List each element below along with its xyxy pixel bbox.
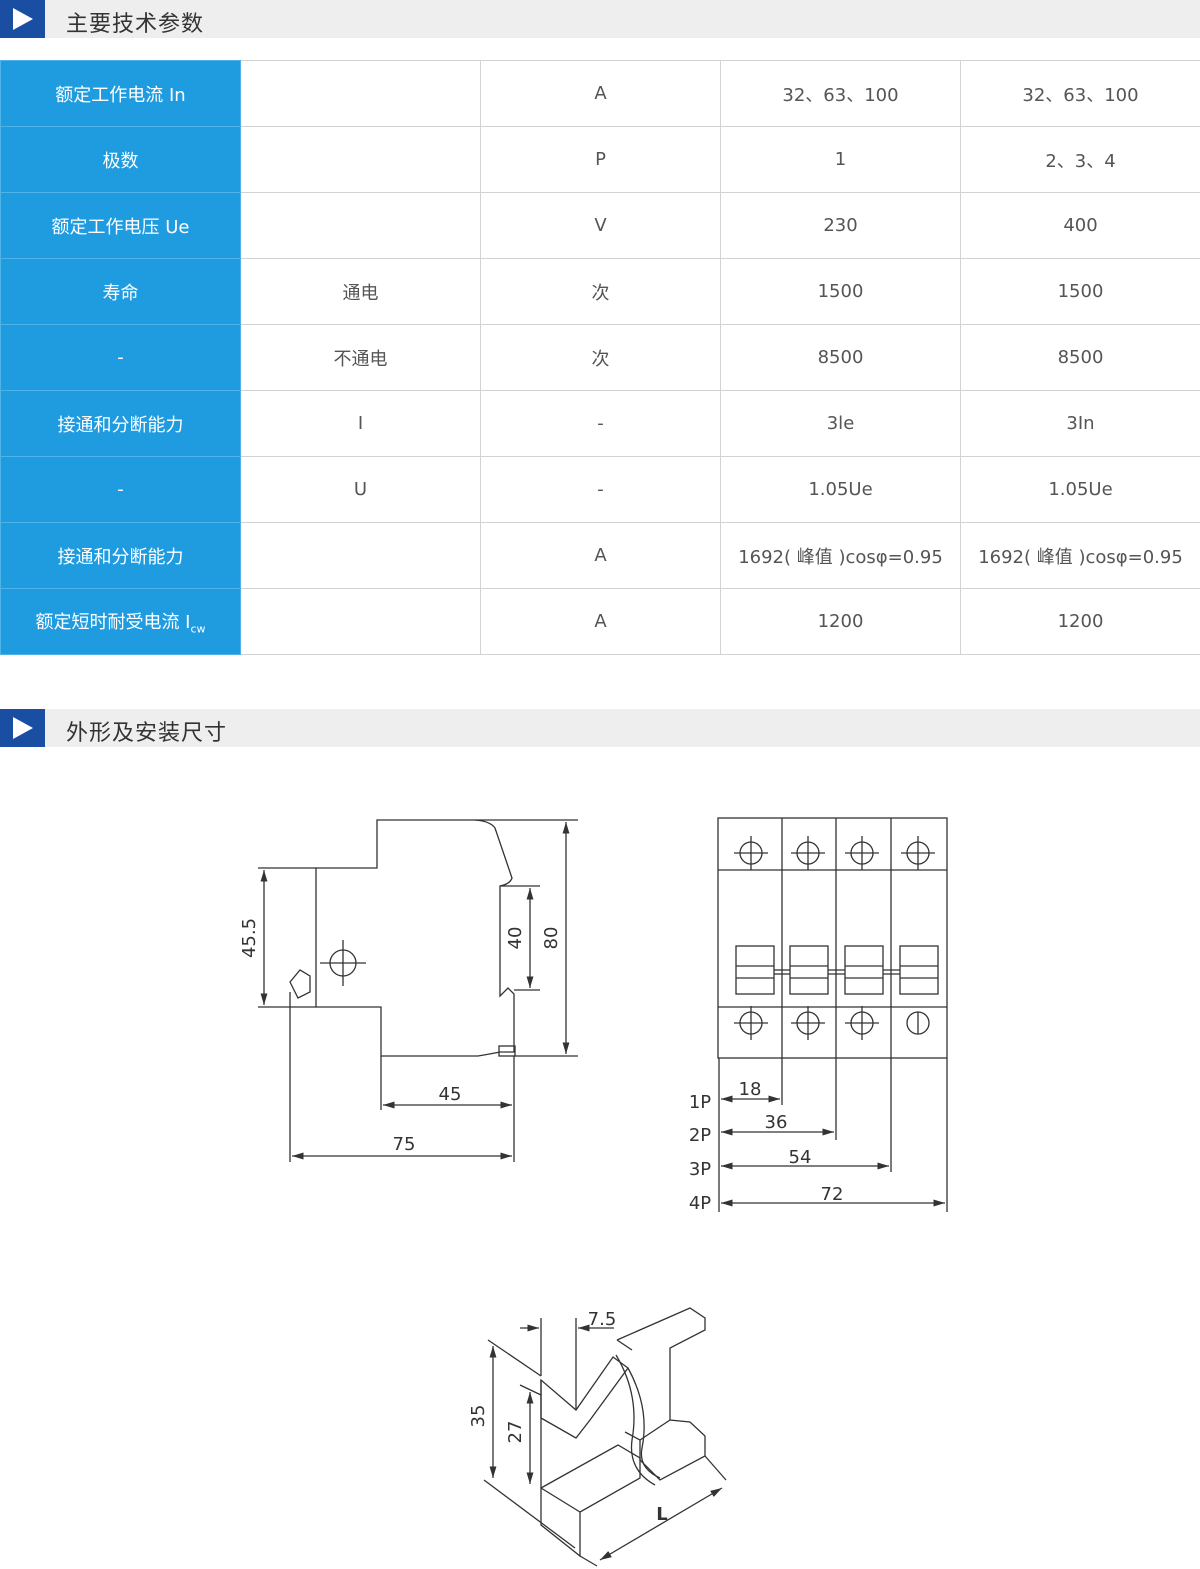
row-value-1: 1500 — [720, 258, 961, 325]
row-name-text: 额定短时耐受电流 I — [35, 611, 191, 633]
table-row: 寿命 通电 次 1500 1500 — [0, 258, 1200, 325]
dim-label: 54 — [789, 1147, 812, 1168]
row-value-2: 32、63、100 — [960, 60, 1200, 127]
row-unit: 次 — [480, 324, 721, 391]
row-sub: 不通电 — [240, 324, 481, 391]
dim-label: 27 — [505, 1421, 526, 1444]
dim-label: 36 — [765, 1112, 788, 1133]
row-name: 接通和分断能力 — [0, 522, 241, 589]
table-row: 接通和分断能力 I - 3le 3In — [0, 390, 1200, 457]
screw-icon — [845, 1006, 879, 1040]
row-name: 接通和分断能力 — [0, 390, 241, 457]
play-arrow-icon — [0, 709, 45, 747]
table-row: 额定短时耐受电流 Icw A 1200 1200 — [0, 588, 1200, 655]
table-row: 额定工作电压 Ue V 230 400 — [0, 192, 1200, 259]
screw-icon — [734, 1006, 768, 1040]
pole-label: 4P — [689, 1193, 711, 1214]
section-header-dimensions: 外形及安装尺寸 — [0, 709, 1200, 747]
row-unit: V — [480, 192, 721, 259]
screw-icon — [901, 836, 935, 870]
table-row: 极数 P 1 2、3、4 — [0, 126, 1200, 193]
section-title: 主要技术参数 — [66, 12, 205, 37]
row-name: 极数 — [0, 126, 241, 193]
pole-label: 3P — [689, 1159, 711, 1180]
row-value-1: 1200 — [720, 588, 961, 655]
screw-icon — [845, 836, 879, 870]
rail-view-drawing — [483, 1307, 727, 1567]
row-sub: U — [240, 456, 481, 523]
dim-label: 80 — [541, 927, 562, 950]
row-unit: - — [480, 390, 721, 457]
row-name: - — [0, 456, 241, 523]
row-sub: 通电 — [240, 258, 481, 325]
section-header-params: 主要技术参数 — [0, 0, 1200, 38]
dimension-drawing: 45.5 40 80 45 75 — [239, 817, 948, 1567]
dim-label: 7.5 — [588, 1309, 617, 1330]
screw-icon — [734, 836, 768, 870]
screw-icon — [791, 836, 825, 870]
row-value-2: 1692( 峰值 )cosφ=0.95 — [960, 522, 1200, 589]
pole-label: 2P — [689, 1125, 711, 1146]
row-value-2: 1200 — [960, 588, 1200, 655]
table-row: - U - 1.05Ue 1.05Ue — [0, 456, 1200, 523]
screw-icon — [791, 1006, 825, 1040]
row-value-1: 3le — [720, 390, 961, 457]
row-value-1: 1692( 峰值 )cosφ=0.95 — [720, 522, 961, 589]
row-unit: P — [480, 126, 721, 193]
row-name: 额定工作电压 Ue — [0, 192, 241, 259]
row-sub — [240, 192, 481, 259]
side-view-drawing — [258, 819, 578, 1162]
row-unit: A — [480, 588, 721, 655]
row-value-1: 1 — [720, 126, 961, 193]
row-sub: I — [240, 390, 481, 457]
dim-label: 45 — [439, 1084, 462, 1105]
row-value-1: 1.05Ue — [720, 456, 961, 523]
dim-label: 75 — [393, 1134, 416, 1155]
row-sub — [240, 522, 481, 589]
row-value-1: 230 — [720, 192, 961, 259]
dim-label: 18 — [739, 1079, 762, 1100]
pole-label: 1P — [689, 1092, 711, 1113]
row-unit: A — [480, 60, 721, 127]
table-row: 接通和分断能力 A 1692( 峰值 )cosφ=0.95 1692( 峰值 )… — [0, 522, 1200, 589]
row-name: 额定短时耐受电流 Icw — [0, 588, 241, 655]
row-value-1: 8500 — [720, 324, 961, 391]
dim-label: 35 — [468, 1405, 489, 1428]
row-value-2: 400 — [960, 192, 1200, 259]
row-name-subscript: cw — [190, 622, 206, 636]
row-value-1: 32、63、100 — [720, 60, 961, 127]
section-title: 外形及安装尺寸 — [66, 721, 228, 746]
row-sub — [240, 60, 481, 127]
dim-label: L — [656, 1504, 667, 1525]
row-value-2: 2、3、4 — [960, 126, 1200, 193]
row-sub — [240, 588, 481, 655]
row-value-2: 1500 — [960, 258, 1200, 325]
table-row: 额定工作电流 In A 32、63、100 32、63、100 — [0, 60, 1200, 127]
params-table: 额定工作电流 In A 32、63、100 32、63、100 极数 P 1 2… — [0, 60, 1200, 655]
table-row: - 不通电 次 8500 8500 — [0, 324, 1200, 391]
dim-label: 40 — [505, 927, 526, 950]
front-view-drawing — [717, 817, 948, 1212]
dim-label: 45.5 — [239, 918, 260, 958]
row-name: 额定工作电流 In — [0, 60, 241, 127]
row-name: 寿命 — [0, 258, 241, 325]
screw-icon — [906, 1011, 930, 1035]
dim-label: 72 — [821, 1184, 844, 1205]
play-arrow-icon — [0, 0, 45, 38]
row-name: - — [0, 324, 241, 391]
row-value-2: 3In — [960, 390, 1200, 457]
row-unit: 次 — [480, 258, 721, 325]
row-sub — [240, 126, 481, 193]
row-unit: A — [480, 522, 721, 589]
row-unit: - — [480, 456, 721, 523]
row-value-2: 8500 — [960, 324, 1200, 391]
row-value-2: 1.05Ue — [960, 456, 1200, 523]
